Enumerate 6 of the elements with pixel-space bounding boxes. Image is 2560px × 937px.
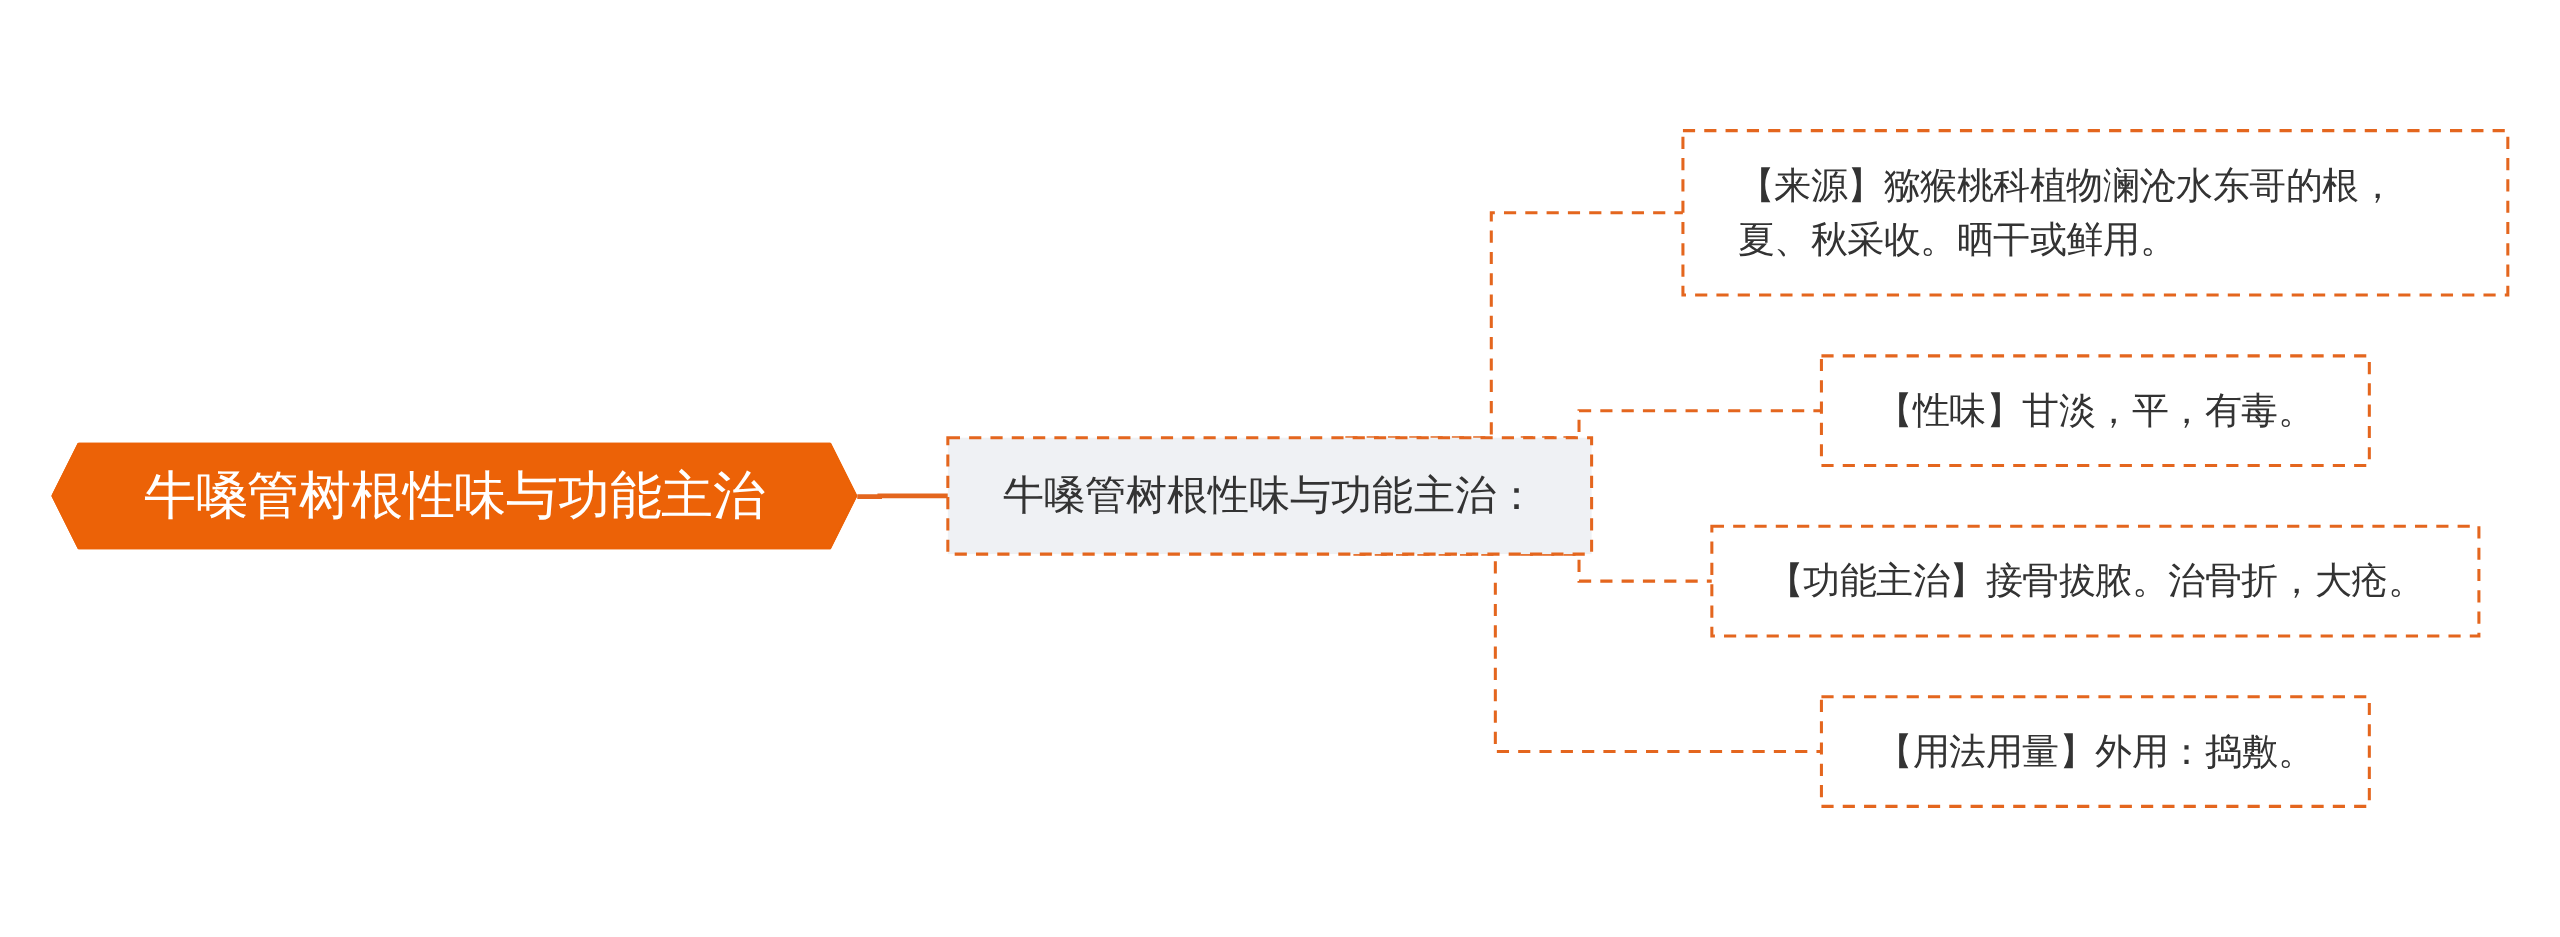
- node-box: 【性味】甘淡，平，有毒。: [1819, 354, 2371, 467]
- connector: [857, 493, 948, 499]
- node-box: 【用法用量】外用：捣敷。: [1819, 695, 2371, 808]
- node-box: 【功能主治】接骨拔脓。治骨折，大疮。: [1710, 524, 2481, 638]
- node-box: 【来源】猕猴桃科植物澜沧水东哥的根，夏、秋采收。晒干或鲜用。: [1681, 129, 2510, 297]
- node-box: 牛嗓管树根性味与功能主治：: [946, 436, 1594, 556]
